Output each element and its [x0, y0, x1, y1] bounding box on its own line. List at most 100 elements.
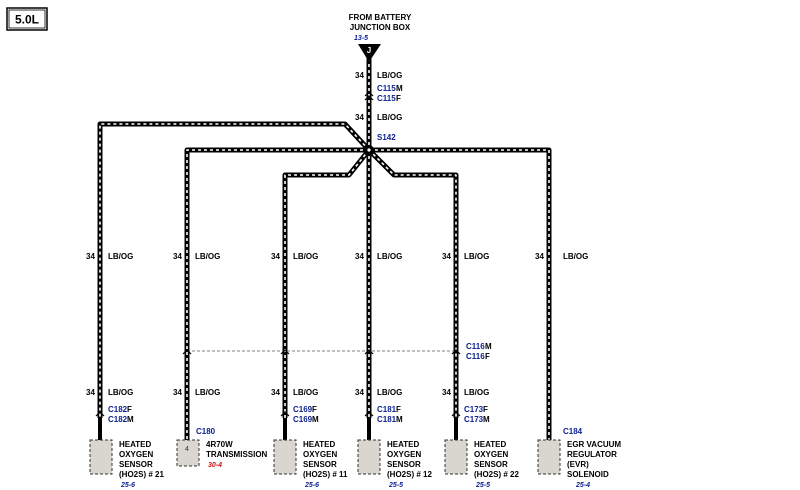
- branch-1-circuit: 34: [86, 252, 95, 261]
- sensor-connector-chevrons: [95, 411, 461, 417]
- component-ho2s-12: HEATED OXYGEN SENSOR (HO2S) # 12 25-5: [357, 439, 432, 489]
- c182-f-label: C182: [108, 405, 128, 414]
- ho2s-11-line2: OXYGEN: [303, 450, 337, 459]
- wire-stripe: [99, 58, 550, 440]
- branch-5-color-low: LB/OG: [464, 388, 489, 397]
- branch-1-color: LB/OG: [108, 252, 133, 261]
- ho2s-12-ref: 25-5: [388, 482, 403, 489]
- wire-harness: [97, 58, 552, 440]
- branch-3-color: LB/OG: [293, 252, 318, 261]
- c181-f-label: C181: [377, 405, 397, 414]
- c116-connector: [182, 349, 461, 355]
- branch-2-color: LB/OG: [195, 252, 220, 261]
- transmission-ref: 30-4: [208, 462, 222, 469]
- component-transmission: 4 4R70W TRANSMISSION 30-4: [176, 439, 268, 469]
- ho2s-12-line1: HEATED: [387, 440, 420, 449]
- source-connector-letter: J: [367, 46, 371, 55]
- c173-f-label: C173: [464, 405, 484, 414]
- c181-f-suffix: F: [396, 405, 401, 414]
- branch-1-color-low: LB/OG: [108, 388, 133, 397]
- evr-line1: EGR VACUUM: [567, 440, 621, 449]
- evr-line4: SOLENOID: [567, 470, 609, 479]
- main-color-top: LB/OG: [377, 71, 402, 80]
- branch-2-color-low: LB/OG: [195, 388, 220, 397]
- ho2s-21-line4: (HO2S) # 21: [119, 470, 164, 479]
- ho2s-11-line1: HEATED: [303, 440, 336, 449]
- main-color-mid: LB/OG: [377, 113, 402, 122]
- c182-m-label: C182: [108, 415, 128, 424]
- c115-f-label: C115: [377, 94, 396, 103]
- ho2s-11-ref: 25-6: [304, 482, 319, 489]
- ho2s-21-line2: OXYGEN: [119, 450, 153, 459]
- ho2s-21-line1: HEATED: [119, 440, 152, 449]
- c181-m-label: C181: [377, 415, 397, 424]
- c115-connector: [364, 91, 374, 101]
- c115-m-label: C115: [377, 84, 396, 93]
- c180-label: C180: [196, 427, 216, 436]
- ho2s-22-line4: (HO2S) # 22: [474, 470, 519, 479]
- c116-f-label: C116: [466, 352, 485, 361]
- source-connector: J: [358, 44, 381, 62]
- c173-f-suffix: F: [483, 405, 488, 414]
- source-label-line1: FROM BATTERY: [349, 13, 412, 22]
- branch-3-circuit: 34: [271, 252, 280, 261]
- ho2s-22-line3: SENSOR: [474, 460, 508, 469]
- main-circuit-top: 34: [355, 71, 364, 80]
- component-ho2s-22: HEATED OXYGEN SENSOR (HO2S) # 22 25-5: [444, 439, 519, 489]
- c116-m-label: C116: [466, 342, 485, 351]
- ho2s-21-ref: 25-6: [120, 482, 135, 489]
- component-evr-solenoid: EGR VACUUM REGULATOR (EVR) SOLENOID 25-4: [537, 439, 621, 489]
- ho2s-12-line4: (HO2S) # 12: [387, 470, 432, 479]
- transmission-line2: TRANSMISSION: [206, 450, 268, 459]
- c169-f-suffix: F: [312, 405, 317, 414]
- branch-5-circuit-low: 34: [442, 388, 451, 397]
- branch-4-circuit: 34: [355, 252, 364, 261]
- source-ref: 13-5: [354, 35, 368, 42]
- evr-line3: (EVR): [567, 460, 589, 469]
- c169-m-label: C169: [293, 415, 313, 424]
- evr-line2: REGULATOR: [567, 450, 617, 459]
- evr-ref: 25-4: [575, 482, 590, 489]
- source-label-line2: JUNCTION BOX: [350, 23, 411, 32]
- branch-1-circuit-low: 34: [86, 388, 95, 397]
- ho2s-11-line3: SENSOR: [303, 460, 337, 469]
- branch-5-circuit: 34: [442, 252, 451, 261]
- ho2s-12-line2: OXYGEN: [387, 450, 421, 459]
- c169-f-label: C169: [293, 405, 313, 414]
- branch-3-circuit-low: 34: [271, 388, 280, 397]
- component-ho2s-11: HEATED OXYGEN SENSOR (HO2S) # 11 25-6: [273, 439, 348, 489]
- c181-m-suffix: M: [396, 415, 403, 424]
- transmission-line1: 4R70W: [206, 440, 233, 449]
- branch-2-circuit: 34: [173, 252, 182, 261]
- engine-label-text: 5.0L: [15, 13, 39, 27]
- branch-4-color-low: LB/OG: [377, 388, 402, 397]
- branch-5-color: LB/OG: [464, 252, 489, 261]
- branch-4-color: LB/OG: [377, 252, 402, 261]
- ho2s-12-line3: SENSOR: [387, 460, 421, 469]
- wire-outer: [97, 58, 552, 440]
- c169-m-suffix: M: [312, 415, 319, 424]
- component-ho2s-21: HEATED OXYGEN SENSOR (HO2S) # 21 25-6: [89, 439, 164, 489]
- c173-m-suffix: M: [483, 415, 490, 424]
- splice-s142: [364, 145, 374, 155]
- splice-label: S142: [377, 133, 396, 142]
- c116-m-suffix: M: [485, 342, 492, 351]
- ho2s-11-line4: (HO2S) # 11: [303, 470, 348, 479]
- c173-m-label: C173: [464, 415, 484, 424]
- ho2s-22-ref: 25-5: [475, 482, 490, 489]
- wire-pin-leads: [98, 418, 458, 440]
- c184-label: C184: [563, 427, 583, 436]
- branch-2-circuit-low: 34: [173, 388, 182, 397]
- branch-6-color: LB/OG: [563, 252, 588, 261]
- c182-m-suffix: M: [127, 415, 134, 424]
- engine-label: 5.0L: [6, 7, 48, 31]
- main-circuit-mid: 34: [355, 113, 364, 122]
- ho2s-21-line3: SENSOR: [119, 460, 153, 469]
- branch-6-circuit: 34: [535, 252, 544, 261]
- c182-f-suffix: F: [127, 405, 132, 414]
- branch-4-circuit-low: 34: [355, 388, 364, 397]
- branch-3-color-low: LB/OG: [293, 388, 318, 397]
- c116-f-suffix: F: [485, 352, 490, 361]
- c115-f-suffix: F: [396, 94, 401, 103]
